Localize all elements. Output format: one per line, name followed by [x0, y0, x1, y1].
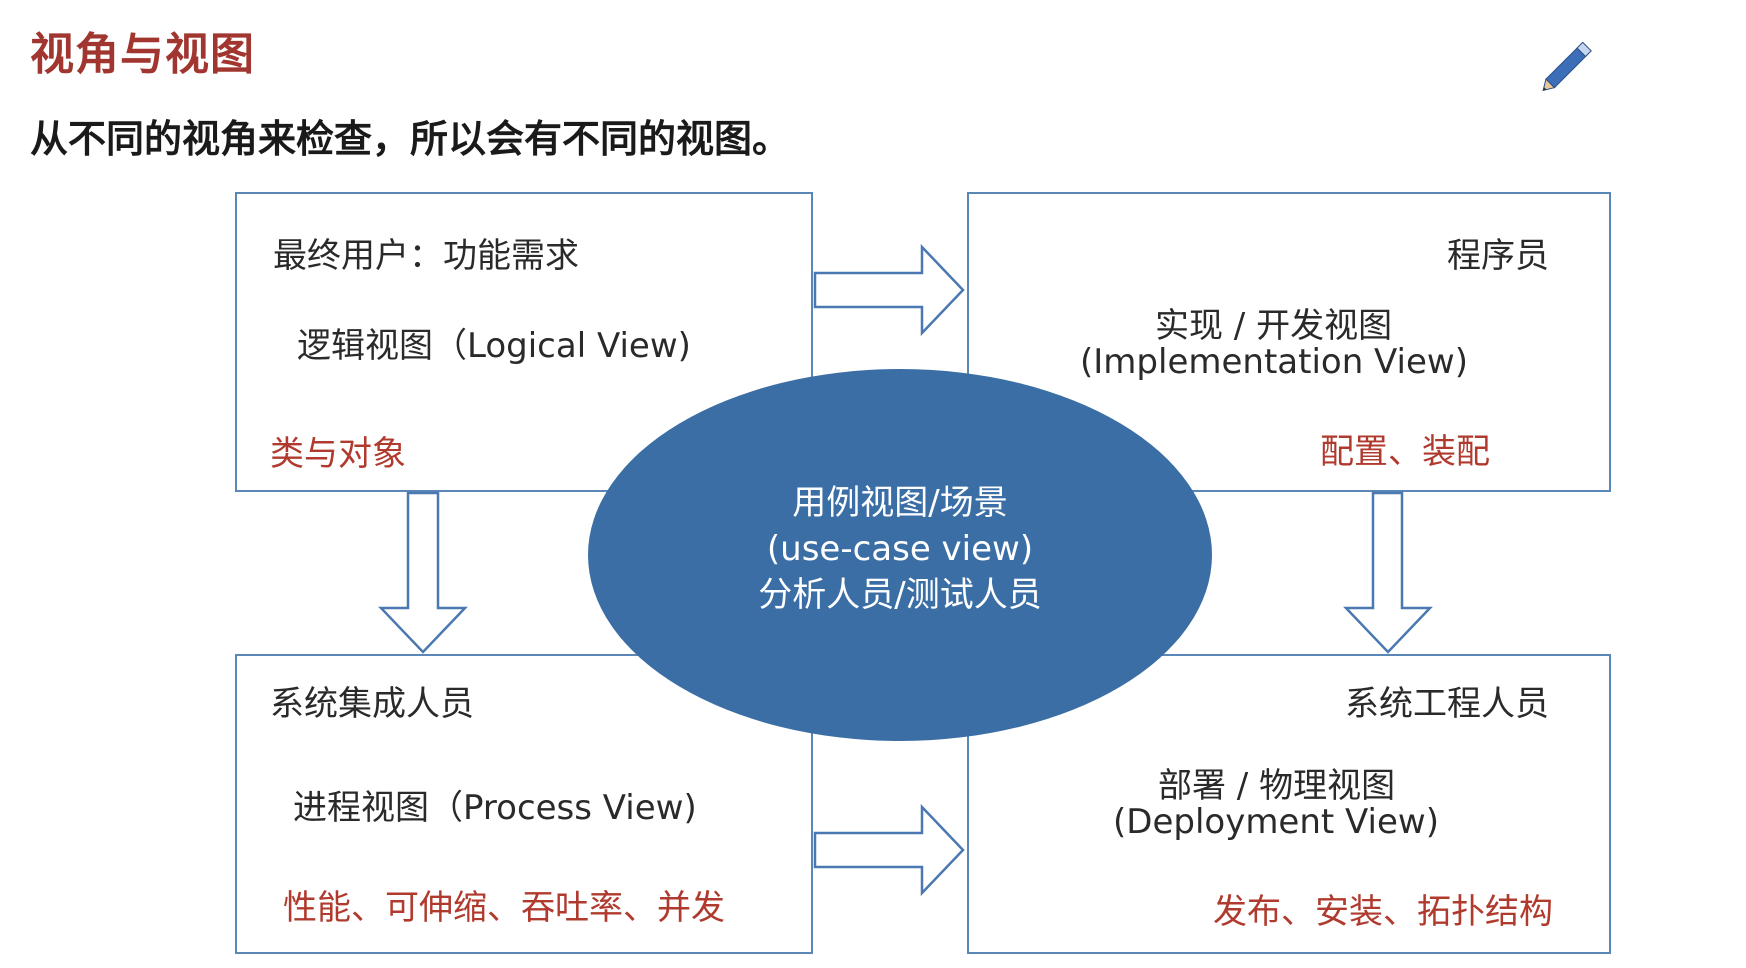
process-view-label: 进程视图（Process View): [293, 788, 697, 828]
implementation-concerns: 配置、装配: [1320, 432, 1490, 472]
logical-view-box: [235, 192, 813, 492]
pencil-icon[interactable]: [1535, 30, 1605, 100]
implementation-role: 程序员: [1447, 236, 1549, 276]
usecase-label: 用例视图/场景 (use-case view) 分析人员/测试人员: [588, 480, 1212, 618]
logical-view-label: 逻辑视图（Logical View): [297, 326, 691, 366]
page-title: 视角与视图: [30, 29, 255, 80]
implementation-view-label: 实现 / 开发视图: [1155, 306, 1393, 346]
deployment-concerns: 发布、安装、拓扑结构: [1213, 892, 1553, 932]
usecase-title: 用例视图/场景: [792, 483, 1008, 523]
arrow-logical-to-implementation: [813, 243, 965, 337]
deployment-role: 系统工程人员: [1345, 684, 1549, 724]
logical-role: 最终用户：功能需求: [273, 236, 579, 276]
implementation-view-english: (Implementation View): [1080, 342, 1468, 382]
process-concerns: 性能、可伸缩、吞吐率、并发: [283, 888, 725, 928]
deployment-view-label: 部署 / 物理视图: [1158, 766, 1396, 806]
usecase-english: (use-case view): [766, 529, 1034, 569]
deployment-view-english: (Deployment View): [1113, 802, 1439, 842]
logical-concerns: 类与对象: [270, 434, 406, 474]
arrow-process-to-deployment: [813, 803, 965, 897]
process-role: 系统集成人员: [270, 684, 474, 724]
arrow-logical-to-process: [378, 491, 468, 654]
arrow-implementation-to-deployment: [1343, 491, 1433, 654]
usecase-roles: 分析人员/测试人员: [758, 575, 1042, 615]
usecase-ellipse: [588, 369, 1212, 741]
page-subtitle: 从不同的视角来检查，所以会有不同的视图。: [30, 117, 791, 161]
